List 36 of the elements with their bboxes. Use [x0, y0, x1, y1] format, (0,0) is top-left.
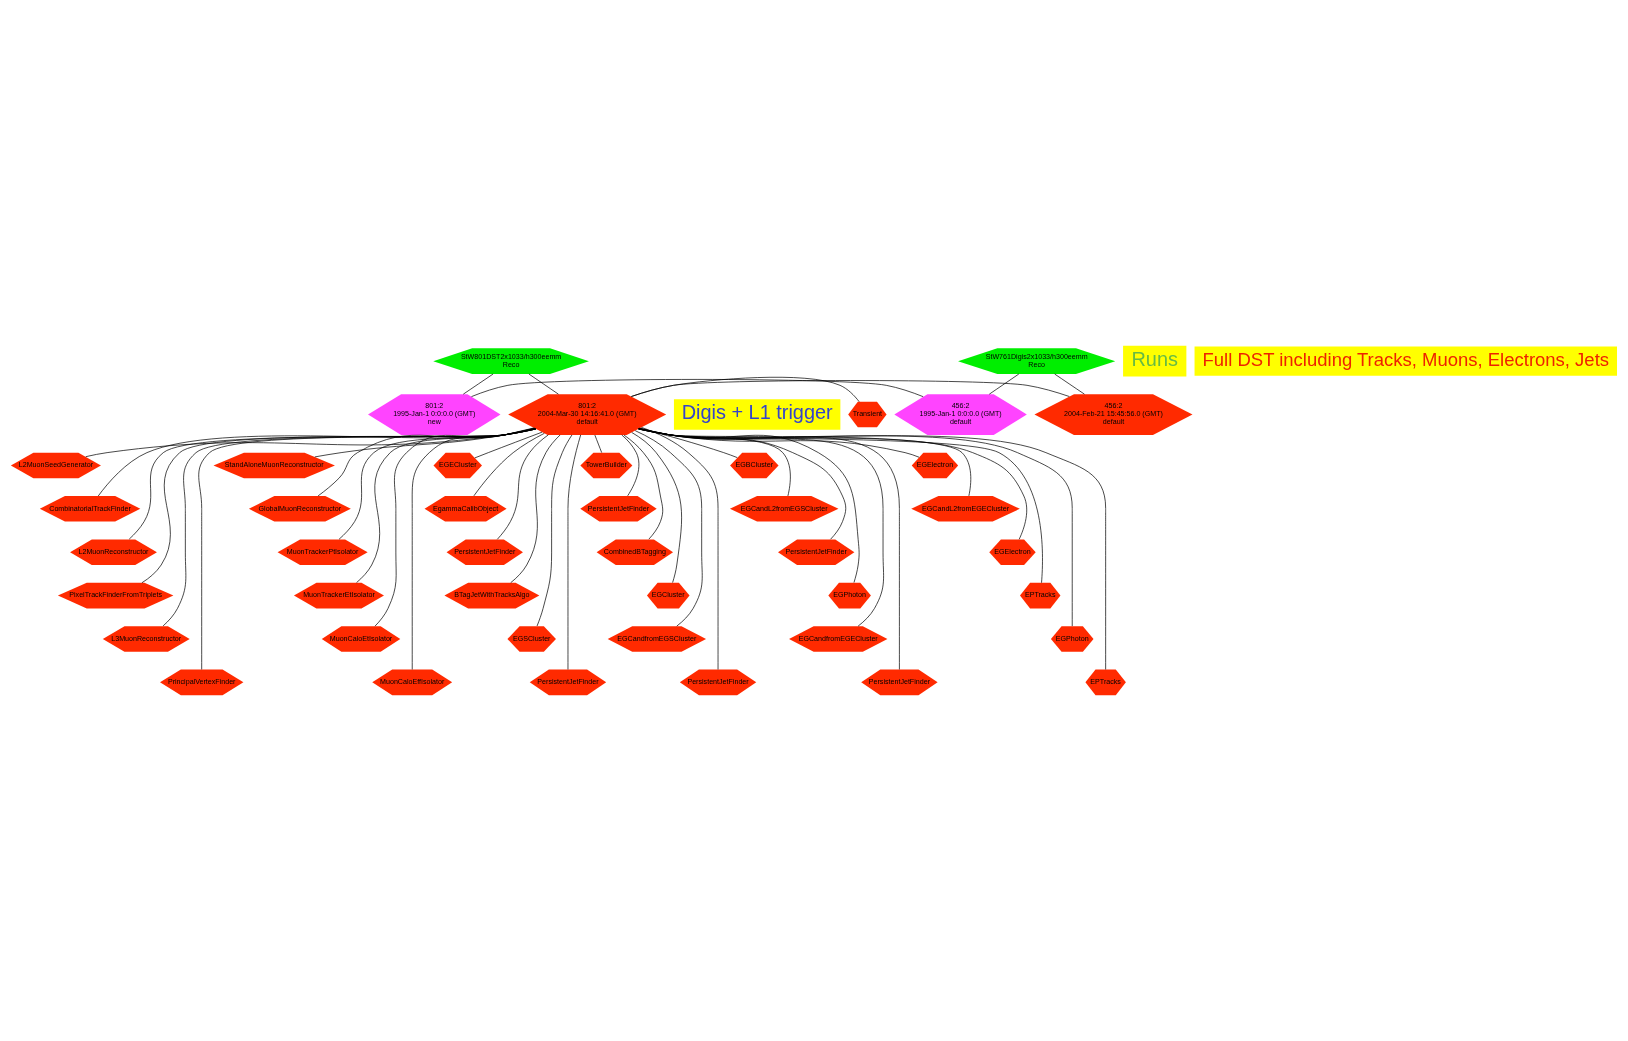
connector [462, 373, 494, 395]
connector [639, 428, 847, 540]
connector [97, 428, 537, 497]
label: Runs [1131, 348, 1178, 371]
label: Full DST including Tracks, Muons, Electrons, Jets [1202, 348, 1610, 370]
connector [198, 428, 537, 670]
connector [411, 427, 535, 670]
connector [641, 427, 719, 670]
connector [567, 434, 582, 670]
connector [638, 428, 884, 627]
label: Digis + L1 trigger [681, 401, 833, 424]
connector [621, 434, 640, 497]
connector [594, 434, 603, 453]
connector [638, 428, 900, 670]
connector [162, 428, 537, 627]
connector [374, 427, 535, 627]
connector [634, 430, 703, 627]
connector [536, 434, 573, 627]
connector [623, 434, 664, 540]
connector [128, 428, 537, 540]
connector [510, 434, 561, 584]
connector [356, 428, 536, 583]
connector [141, 428, 537, 584]
connector [496, 434, 549, 540]
connector [474, 431, 543, 459]
connector [988, 373, 1020, 395]
connector [471, 379, 924, 398]
connector [638, 428, 1073, 627]
connector [1054, 373, 1085, 395]
connector [638, 428, 860, 583]
connector [631, 432, 682, 583]
connector [630, 380, 1070, 397]
connector [638, 428, 1106, 670]
connector [638, 428, 1043, 584]
connector [473, 432, 545, 497]
connector [528, 373, 559, 395]
